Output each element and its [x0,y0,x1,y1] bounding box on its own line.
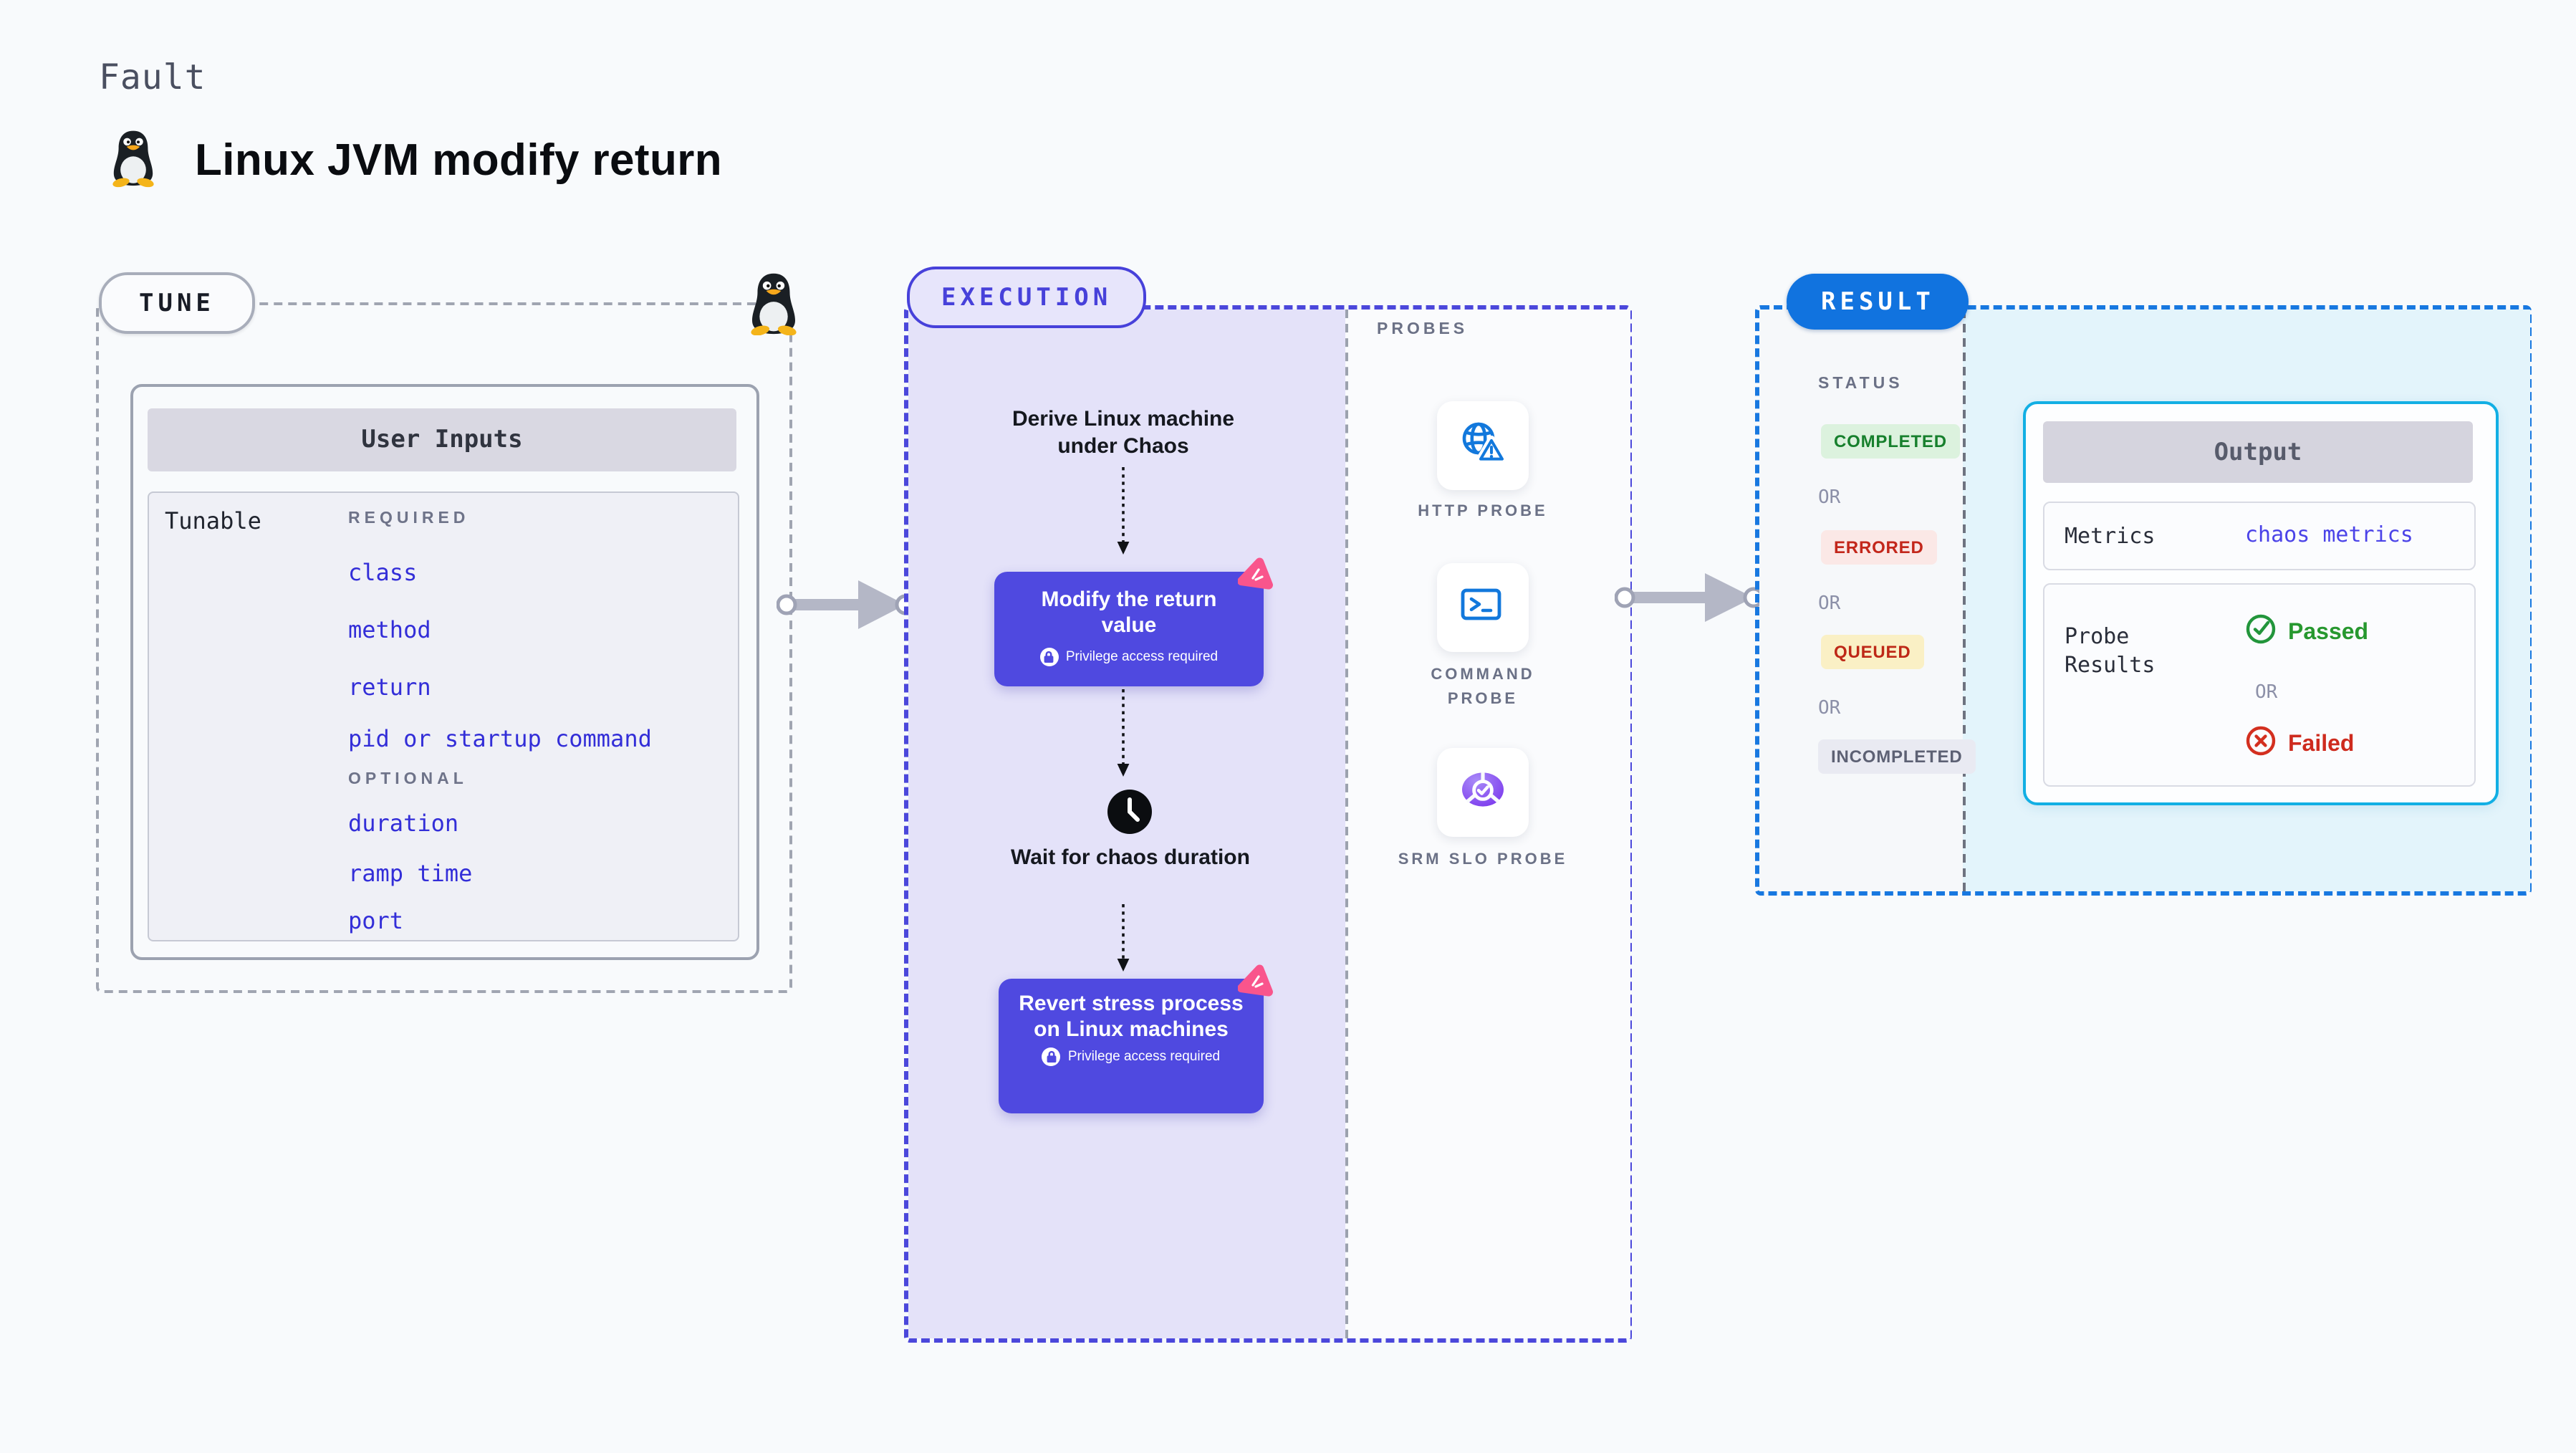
tunable-item-method[interactable]: method [348,616,431,643]
clock-icon [1106,788,1153,843]
failed-label: Failed [2288,732,2355,756]
globe-alert-icon [1460,421,1507,471]
node-revert-title: Revert stress process on Linux machines [1019,992,1244,1041]
or-label: OR [1818,698,1841,719]
probe-results-row: Probe Results Passed OR [2043,583,2476,787]
chaos-pink-icon [1237,556,1277,602]
connector-arrow-3 [1115,904,1132,983]
tunable-row-label: Tunable [165,507,261,534]
probe-results-label: Probe Results [2065,623,2156,678]
passed-label: Passed [2288,620,2369,644]
status-badge-incompleted: INCOMPLETED [1818,739,1976,774]
http-probe-card[interactable] [1437,401,1529,490]
status-badge-queued: QUEUED [1821,635,1924,669]
command-probe-label: COMMAND PROBE [1431,666,1535,708]
execution-to-result-arrow [1614,566,1765,636]
output-card: Output Metrics chaos metrics Probe Resul… [2023,401,2499,805]
tunable-list [148,491,739,941]
status-label: STATUS [1818,375,1903,393]
tunable-item-port[interactable]: port [348,907,404,934]
step-wait-label: Wait for chaos duration [1011,845,1250,870]
command-probe-card[interactable] [1437,563,1529,652]
srm-slo-probe-card[interactable] [1437,748,1529,837]
tune-to-execution-arrow [776,573,917,643]
connector-arrow-1 [1115,467,1132,566]
or-label: OR [1818,593,1841,615]
check-circle-icon [2245,613,2277,652]
tunable-item-pid[interactable]: pid or startup command [348,725,652,752]
node-revert-note: Privilege access required [1067,1049,1221,1065]
linux-tux-small-icon [746,271,801,336]
node-revert-stress[interactable]: Revert stress process on Linux machines … [999,964,1273,1113]
node-modify-title: Modify the return value [1041,588,1217,638]
tune-section [96,302,792,993]
optional-group-label: OPTIONAL [348,771,468,788]
tunable-item-return[interactable]: return [348,673,431,701]
status-badge-errored: ERRORED [1821,530,1937,565]
slo-chart-icon [1458,769,1507,816]
execution-badge: EXECUTION [907,267,1147,328]
lock-icon [1042,1047,1061,1066]
required-group-label: REQUIRED [348,510,470,527]
metrics-value-link[interactable]: chaos metrics [2245,522,2413,547]
http-probe-label: HTTP PROBE [1418,503,1548,520]
chaos-pink-icon [1237,963,1277,1009]
page-title: Linux JVM modify return [195,135,723,185]
status-badge-completed: COMPLETED [1821,424,1960,459]
tunable-item-class[interactable]: class [348,559,418,586]
node-modify-note: Privilege access required [1065,649,1219,665]
terminal-icon [1460,585,1506,630]
node-modify-return[interactable]: Modify the return value Privilege access… [994,557,1273,686]
tunable-item-ramp-time[interactable]: ramp time [348,860,473,887]
probes-column-label: PROBES [1377,321,1469,338]
step-derive-label: Derive Linux machine under Chaos [1011,407,1235,459]
x-circle-icon [2245,725,2277,764]
tune-badge: TUNE [99,272,255,334]
status-column [1759,310,1963,891]
metrics-row: Metrics chaos metrics [2043,502,2476,570]
user-inputs-header: User Inputs [148,408,736,471]
metrics-label: Metrics [2065,523,2156,549]
output-header: Output [2043,421,2473,483]
result-badge: RESULT [1787,274,1969,330]
lock-icon [1039,648,1059,666]
tunable-item-duration[interactable]: duration [348,810,459,837]
user-inputs-card: User Inputs Tunable REQUIRED class metho… [130,384,759,960]
or-label: OR [2255,682,2278,704]
srm-slo-probe-label: SRM SLO PROBE [1398,851,1568,868]
connector-arrow-2 [1115,689,1132,788]
or-label: OR [1818,487,1841,509]
fault-eyebrow: Fault [99,57,206,97]
linux-tux-icon [109,126,158,189]
